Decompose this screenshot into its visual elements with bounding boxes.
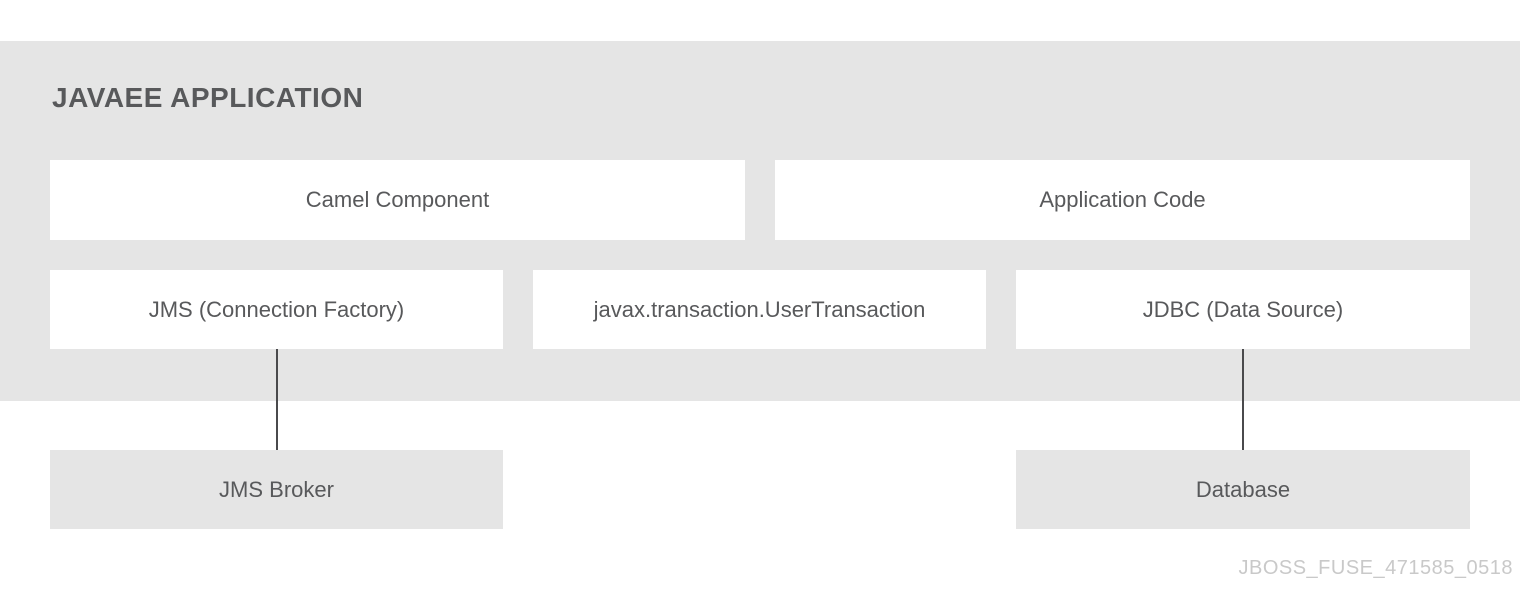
jms-broker-box: JMS Broker [50, 450, 503, 529]
application-code-box: Application Code [775, 160, 1470, 240]
connector-jdbc-to-database [1242, 349, 1244, 450]
database-box: Database [1016, 450, 1470, 529]
camel-component-label: Camel Component [305, 187, 490, 212]
jdbc-data-source-box: JDBC (Data Source) [1016, 270, 1470, 349]
jms-connection-factory-label: JMS (Connection Factory) [148, 296, 405, 322]
user-transaction-label: javax.transaction.UserTransaction [593, 296, 926, 322]
application-code-label: Application Code [1039, 187, 1206, 212]
jms-connection-factory-box: JMS (Connection Factory) [50, 270, 503, 349]
camel-component-box: Camel Component [50, 160, 745, 240]
jms-broker-label: JMS Broker [219, 476, 334, 502]
figure-watermark: JBOSS_FUSE_471585_0518 [1238, 557, 1513, 579]
connector-jms-to-broker [276, 349, 278, 450]
javaee-application-title: JAVAEE APPLICATION [52, 82, 364, 113]
jdbc-data-source-label: JDBC (Data Source) [1142, 296, 1344, 322]
user-transaction-box: javax.transaction.UserTransaction [533, 270, 986, 349]
database-label: Database [1195, 476, 1291, 502]
